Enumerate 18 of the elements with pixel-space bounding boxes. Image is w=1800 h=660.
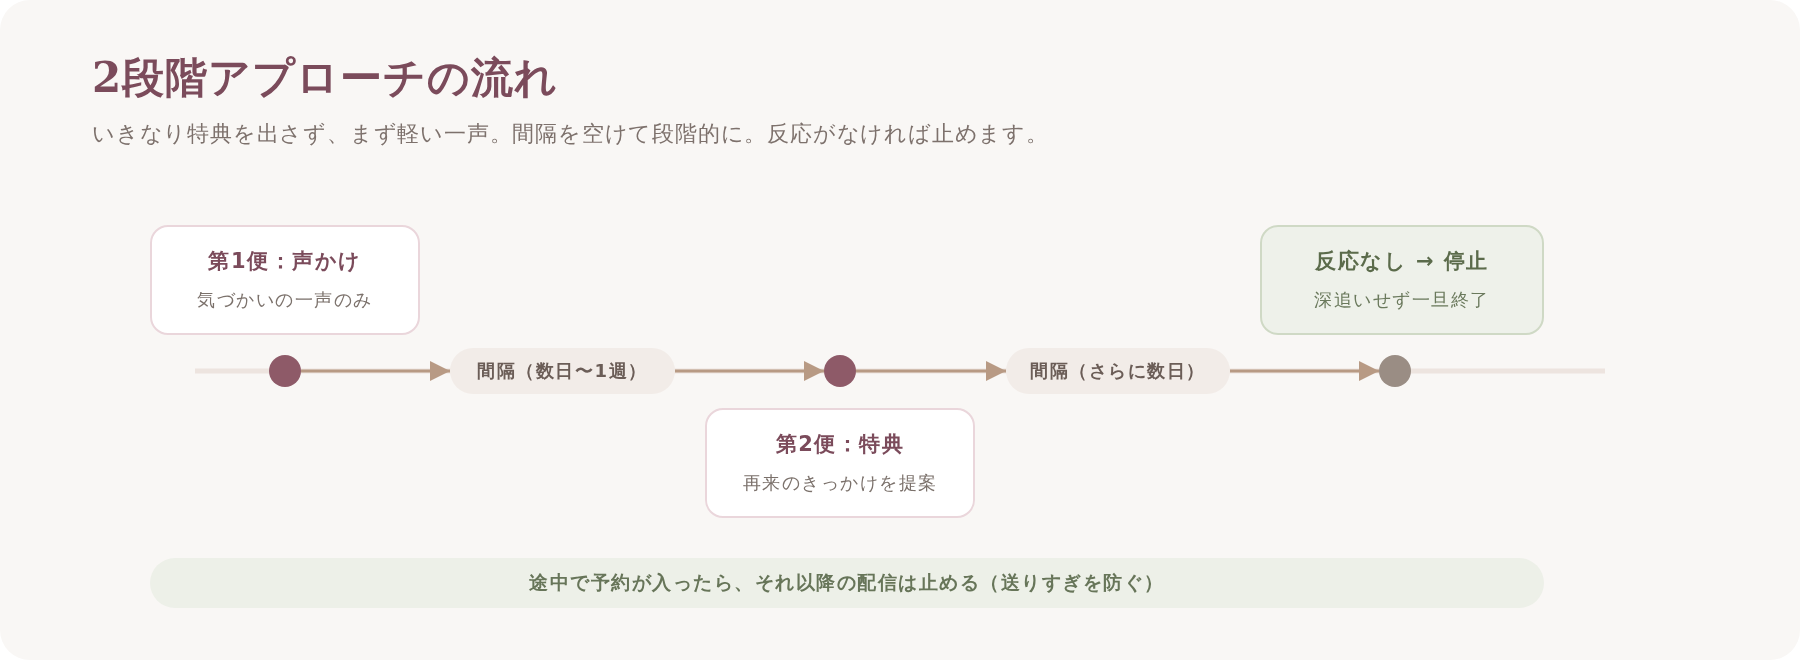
subtitle: いきなり特典を出さず、まず軽い一声。間隔を空けて段階的に。反応がなければ止めます。 [92, 120, 1049, 148]
step-card [705, 408, 975, 518]
interval-pill: 間隔（数日〜1週） [450, 348, 675, 394]
note-banner: 途中で予約が入ったら、それ以降の配信は止める（送りすぎを防ぐ） [150, 558, 1544, 608]
stop-card [1260, 225, 1544, 335]
arrow [301, 361, 450, 381]
arrow [856, 361, 1006, 381]
card-description: 再来のきっかけを提案 [742, 471, 938, 495]
card-description: 気づかいの一声のみ [197, 288, 373, 312]
interval-pill: 間隔（さらに数日） [1006, 348, 1230, 394]
card-description: 深追いせず一旦終了 [1314, 288, 1490, 312]
card-heading: 第2便：特典 [775, 431, 905, 457]
step-card [150, 225, 420, 335]
arrow [1230, 361, 1379, 381]
card-heading: 第1便：声かけ [208, 248, 362, 274]
arrow [675, 361, 824, 381]
title: 2段階アプローチの流れ [92, 53, 559, 103]
card-heading: 反応なし → 停止 [1315, 248, 1489, 274]
